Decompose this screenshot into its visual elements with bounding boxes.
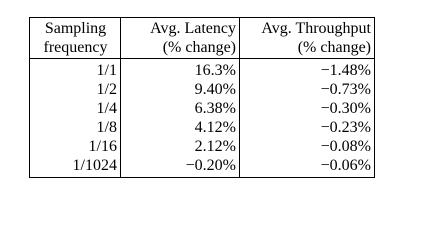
cell-avg-latency: 4.12% [120, 118, 240, 137]
cell-avg-latency: 16.3% [120, 58, 240, 80]
results-table: Sampling frequency Avg. Latency (% chang… [29, 17, 375, 178]
cell-sampling-frequency: 1/16 [29, 137, 121, 156]
cell-avg-latency: 9.40% [120, 80, 240, 99]
cell-avg-throughput: −0.30% [320, 100, 371, 117]
cell-avg-throughput: −0.06% [320, 157, 371, 174]
table-row: 1/8 4.12% −0.23% [29, 118, 375, 137]
header-text: (% change) [162, 39, 236, 56]
header-text: Avg. Latency [150, 20, 236, 37]
table-row: 1/1 16.3% −1.48% [29, 58, 375, 80]
table-body: 1/1 16.3% −1.48% 1/2 9.40% −0.73% 1/4 6.… [29, 58, 375, 178]
cell-avg-throughput: −0.08% [320, 138, 371, 155]
cell-sampling-frequency: 1/4 [29, 99, 121, 118]
cell-avg-throughput: −0.73% [320, 81, 371, 98]
table-row: 1/2 9.40% −0.73% [29, 80, 375, 99]
header-text: frequency [43, 39, 108, 56]
cell-avg-latency: 2.12% [120, 137, 240, 156]
table-row: 1/4 6.38% −0.30% [29, 99, 375, 118]
cell-sampling-frequency: 1/1024 [29, 156, 121, 178]
table-row: 1/16 2.12% −0.08% [29, 137, 375, 156]
cell-avg-throughput: −0.23% [320, 119, 371, 136]
cell-sampling-frequency: 1/1 [29, 58, 121, 80]
header-avg-latency: Avg. Latency (% change) [120, 17, 240, 59]
header-avg-throughput: Avg. Throughput (% change) [239, 17, 375, 59]
header-text: (% change) [297, 39, 371, 56]
header-text: Sampling [44, 20, 107, 37]
cell-sampling-frequency: 1/8 [29, 118, 121, 137]
cell-avg-throughput: −1.48% [320, 62, 371, 79]
header-text: Avg. Throughput [261, 20, 371, 37]
table-header: Sampling frequency Avg. Latency (% chang… [29, 17, 375, 59]
header-row: Sampling frequency Avg. Latency (% chang… [29, 17, 375, 59]
cell-avg-latency: −0.20% [120, 156, 240, 178]
table-row: 1/1024 −0.20% −0.06% [29, 156, 375, 178]
cell-avg-latency: 6.38% [120, 99, 240, 118]
cell-sampling-frequency: 1/2 [29, 80, 121, 99]
header-sampling-frequency: Sampling frequency [29, 17, 121, 59]
